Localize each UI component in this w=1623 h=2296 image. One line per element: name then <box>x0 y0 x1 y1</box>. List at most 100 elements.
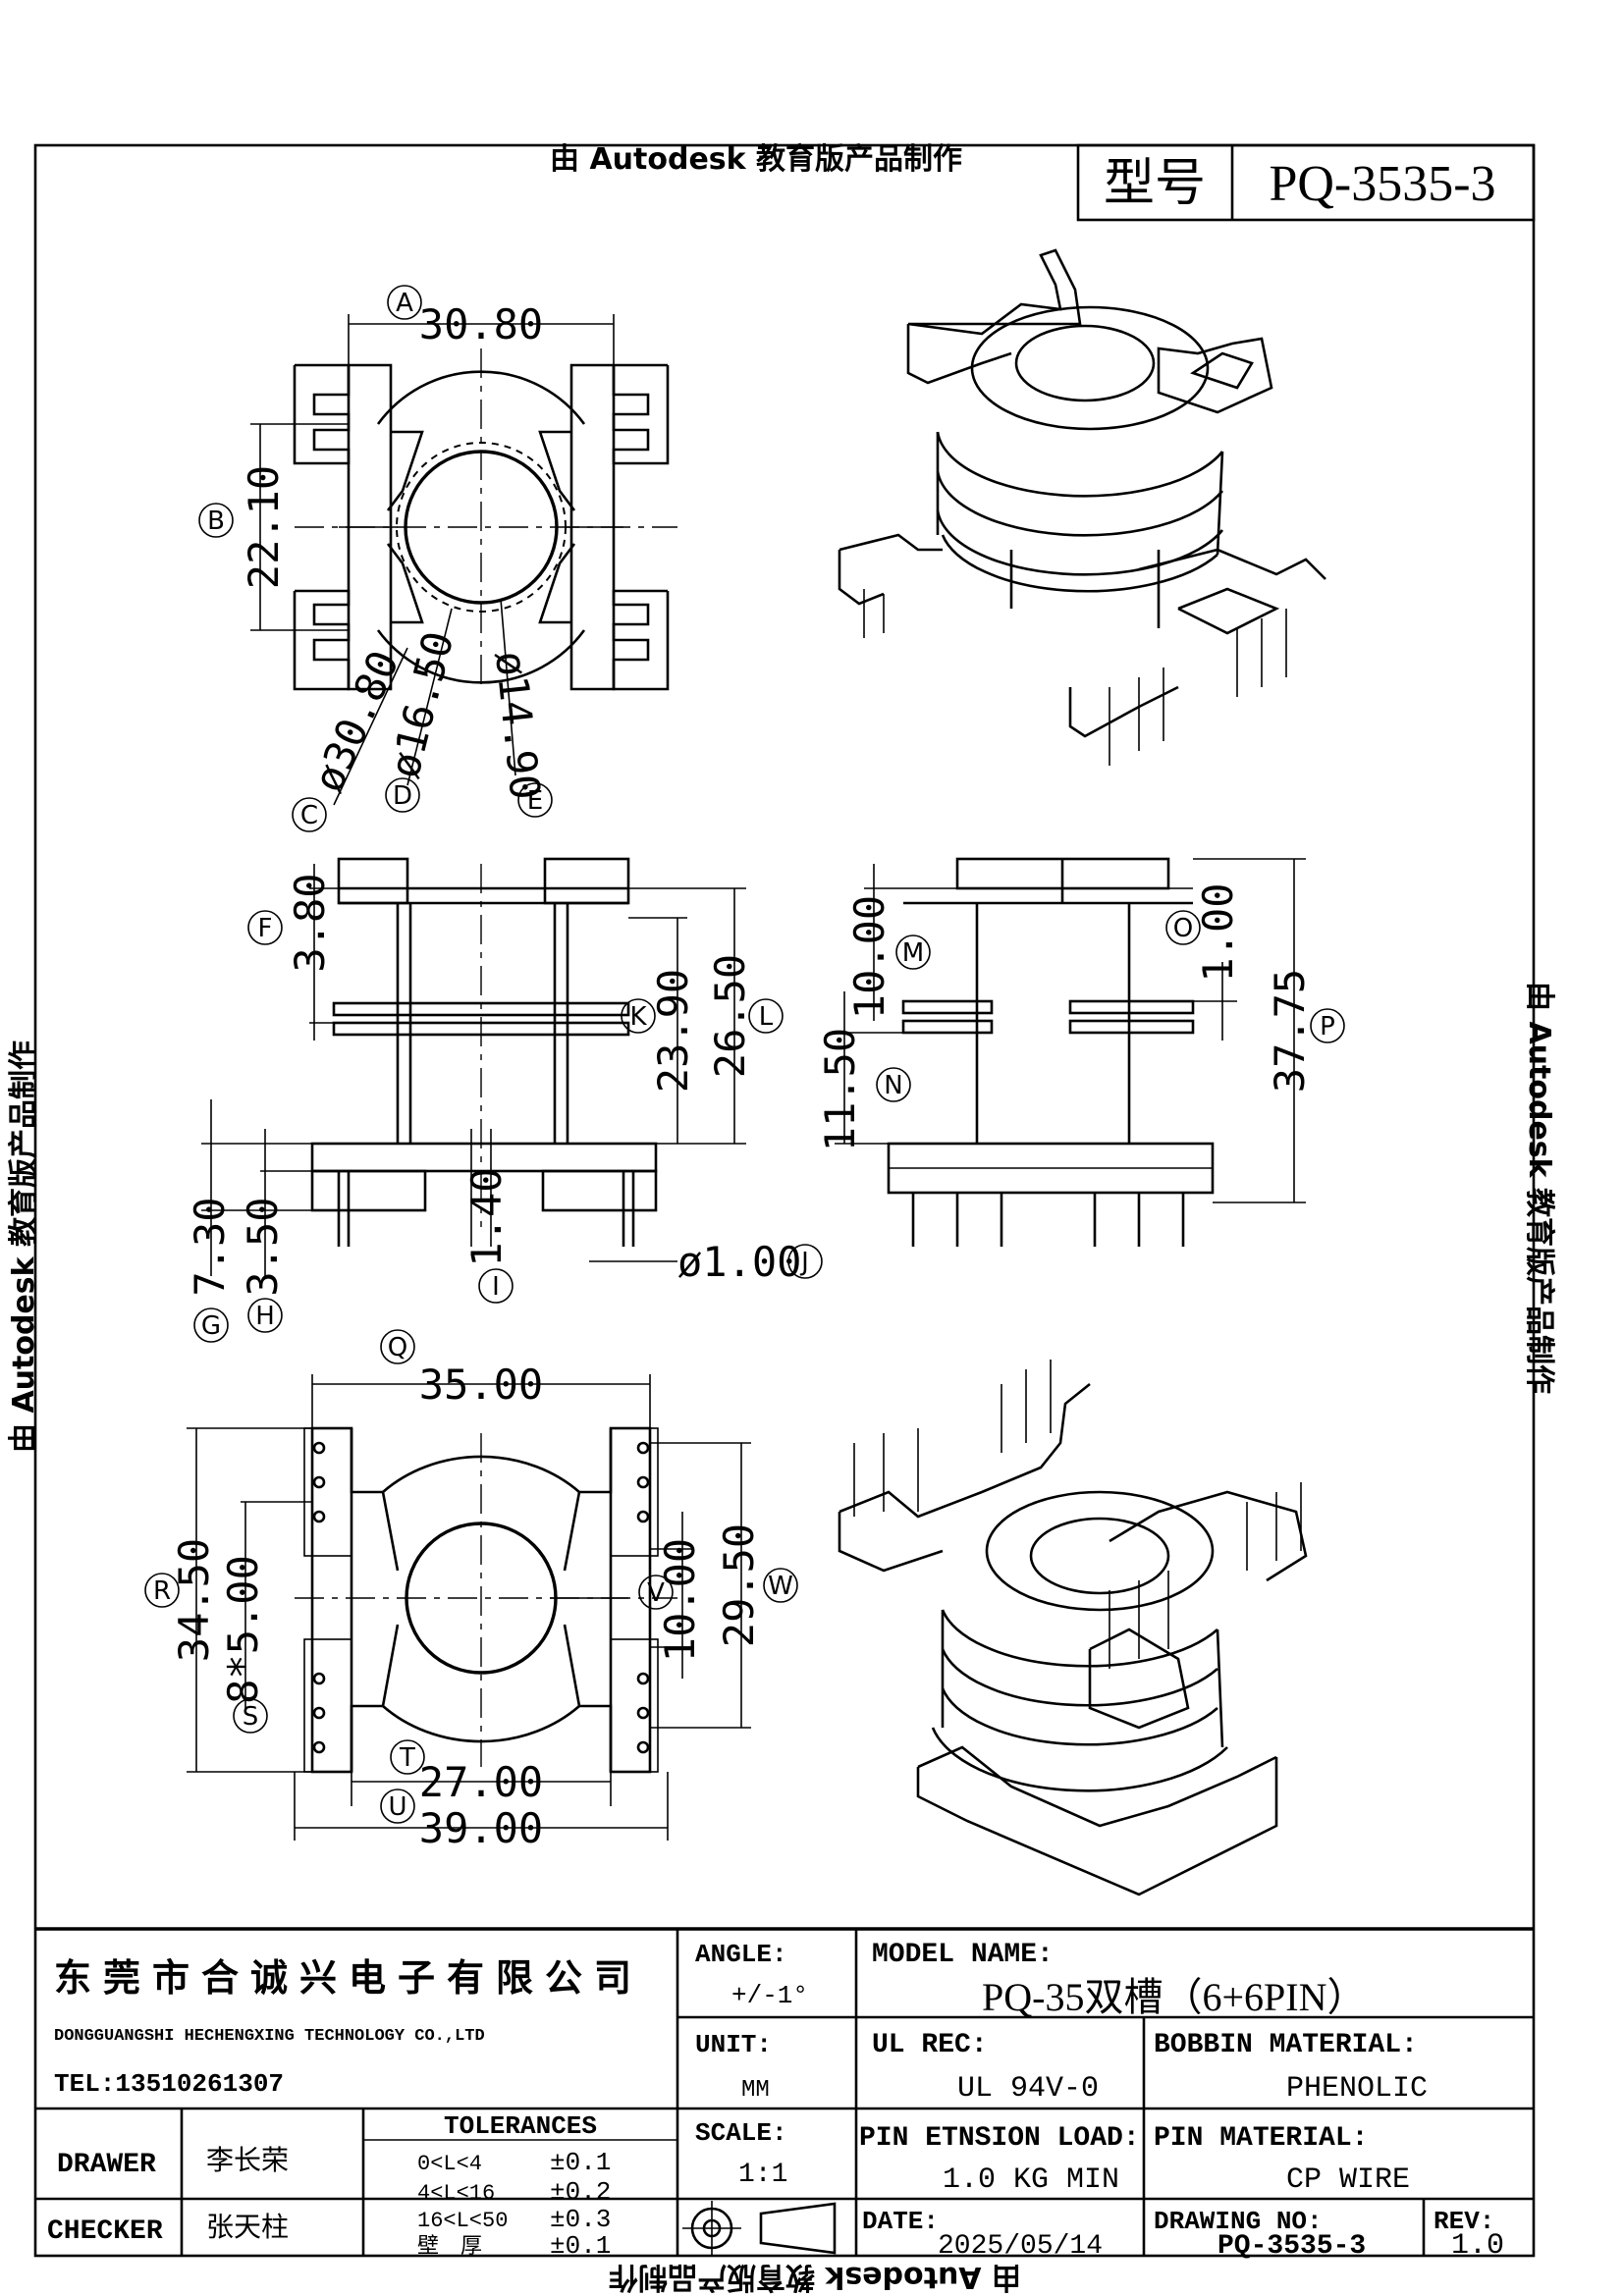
dim-G-tag: G <box>201 1311 221 1341</box>
angle-label: ANGLE: <box>695 1940 787 1969</box>
dim-E-tag: E <box>527 786 543 816</box>
ul-rec-value: UL 94V-0 <box>957 2072 1099 2106</box>
watermark-bottom: 由 Autodesk 教育版产品制作 <box>609 2260 1021 2294</box>
dim-I-tag: I <box>492 1272 500 1302</box>
dim-Q-tag: Q <box>388 1333 407 1362</box>
dim-J-tag: J <box>799 1248 809 1277</box>
dim-D-value: ø16.50 <box>380 626 462 782</box>
tolerances-label: TOLERANCES <box>444 2111 597 2141</box>
angle-value: +/-1° <box>731 1981 808 2010</box>
model-header: 型号 PQ-3535-3 <box>1076 143 1536 222</box>
dim-V-value: 10.00 <box>656 1538 704 1662</box>
pin-material-label: PIN MATERIAL: <box>1154 2123 1368 2154</box>
dim-L-value: 26.50 <box>706 954 754 1078</box>
drawing-no-value: PQ-3535-3 <box>1217 2231 1366 2262</box>
model-header-value: PQ-3535-3 <box>1269 156 1495 212</box>
dim-T-tag: T <box>399 1743 415 1773</box>
dim-K-value: 23.90 <box>649 969 697 1093</box>
dim-R-value: 34.50 <box>170 1538 218 1662</box>
dim-A-value: 30.80 <box>419 300 543 348</box>
dim-L-tag: L <box>759 1002 774 1032</box>
tol-range-2: 16<L<50 <box>417 2209 508 2233</box>
scale-value: 1:1 <box>738 2160 787 2190</box>
dim-I-value: 1.40 <box>462 1167 511 1266</box>
drawer-value: 李长荣 <box>206 2144 289 2176</box>
dim-K-tag: K <box>629 1002 647 1032</box>
rev-value: 1.0 <box>1451 2229 1504 2263</box>
date-value: 2025/05/14 <box>938 2231 1103 2262</box>
dim-P-tag: P <box>1320 1012 1335 1041</box>
dim-E-value: ø14.90 <box>486 649 550 802</box>
dim-B-tag: B <box>207 507 225 536</box>
company-name-en: DONGGUANGSHI HECHENGXING TECHNOLOGY CO.,… <box>54 2027 485 2046</box>
date-label: DATE: <box>862 2207 939 2236</box>
dim-H-tag: H <box>255 1302 275 1331</box>
title-block: 东莞市合诚兴电子有限公司 DONGGUANGSHI HECHENGXING TE… <box>35 1927 1534 2263</box>
dim-N-value: 11.50 <box>816 1028 864 1151</box>
dim-A-tag: A <box>396 289 413 318</box>
pin-material-value: CP WIRE <box>1286 2163 1410 2197</box>
scale-label: SCALE: <box>695 2118 787 2148</box>
tol-value-0: ±0.1 <box>550 2148 611 2177</box>
dim-M-tag: M <box>902 938 924 968</box>
tol-range-3: 壁 厚 <box>417 2234 482 2259</box>
tol-range-1: 4<L<16 <box>417 2181 495 2206</box>
tol-value-3: ±0.1 <box>550 2231 611 2261</box>
checker-label: CHECKER <box>47 2216 163 2247</box>
bobbin-material-value: PHENOLIC <box>1286 2072 1428 2106</box>
dim-F-value: 3.80 <box>286 873 334 972</box>
pin-load-value: 1.0 KG MIN <box>943 2163 1119 2197</box>
company-tel: TEL:13510261307 <box>54 2069 284 2099</box>
tol-value-2: ±0.3 <box>550 2205 611 2234</box>
iso-view-bottom <box>838 1360 1308 1896</box>
dim-S-value: 8*5.00 <box>219 1555 267 1704</box>
model-name-value: PQ-35双槽（6+6PIN） <box>982 1975 1366 2019</box>
dim-H-value: 3.50 <box>239 1197 287 1296</box>
iso-view-top <box>838 248 1326 766</box>
ul-rec-label: UL REC: <box>872 2030 988 2060</box>
dim-N-tag: N <box>884 1071 902 1100</box>
dim-O-value: 1.00 <box>1194 882 1242 982</box>
model-header-label: 型号 <box>1104 154 1206 213</box>
tol-value-1: ±0.2 <box>550 2177 611 2207</box>
projection-symbol-icon <box>682 2201 837 2256</box>
bobbin-material-label: BOBBIN MATERIAL: <box>1154 2030 1418 2060</box>
dim-F-tag: F <box>258 914 273 943</box>
dim-W-tag: W <box>768 1572 793 1601</box>
model-name-label: MODEL NAME: <box>872 1940 1054 1970</box>
dim-D-tag: D <box>393 781 412 811</box>
side-view-right: 10.00 M 11.50 N 1.00 O 37.75 P <box>816 857 1345 1247</box>
dim-B-value: 22.10 <box>240 465 288 589</box>
dim-S-tag: S <box>243 1702 259 1732</box>
tol-range-0: 0<L<4 <box>417 2152 482 2176</box>
dim-G-value: 7.30 <box>186 1197 234 1296</box>
rev-label: REV: <box>1434 2207 1494 2236</box>
pin-load-label: PIN ETNSION LOAD: <box>859 2123 1140 2154</box>
dim-C-tag: C <box>300 801 318 830</box>
unit-label: UNIT: <box>695 2030 772 2059</box>
dim-M-value: 10.00 <box>845 895 893 1019</box>
dim-Q-value: 35.00 <box>419 1361 543 1409</box>
dim-W-value: 29.50 <box>715 1523 763 1647</box>
watermark-left: 由 Autodesk 教育版产品制作 <box>7 1041 41 1453</box>
dim-O-tag: O <box>1173 914 1193 943</box>
dim-U-value: 39.00 <box>419 1804 543 1852</box>
watermark-top: 由 Autodesk 教育版产品制作 <box>550 142 962 177</box>
company-name-cn: 东莞市合诚兴电子有限公司 <box>54 1956 643 2000</box>
side-view-front: 3.80 F 23.90 K 26.50 L 7.30 G 3.50 H 1.4… <box>186 857 823 1343</box>
dim-P-value: 37.75 <box>1266 969 1314 1093</box>
drawing-no-label: DRAWING NO: <box>1154 2207 1323 2236</box>
top-view: 30.80 A 22.10 B ø30.80 ø16.50 ø14.90 C D… <box>198 285 677 832</box>
dim-V-tag: V <box>647 1578 665 1608</box>
checker-value: 张天柱 <box>206 2211 289 2243</box>
dim-U-tag: U <box>388 1792 406 1822</box>
unit-value: MM <box>741 2077 770 2104</box>
watermark-right: 由 Autodesk 教育版产品制作 <box>1522 982 1556 1394</box>
drawer-label: DRAWER <box>57 2150 156 2180</box>
bottom-view: 35.00 Q 34.50 R 8*5.00 S 10.00 V 29.50 W… <box>144 1329 798 1852</box>
dim-T-value: 27.00 <box>419 1758 543 1806</box>
dim-R-tag: R <box>153 1576 171 1606</box>
drawing-frame <box>33 143 1536 2258</box>
dim-J-value: ø1.00 <box>677 1238 801 1286</box>
